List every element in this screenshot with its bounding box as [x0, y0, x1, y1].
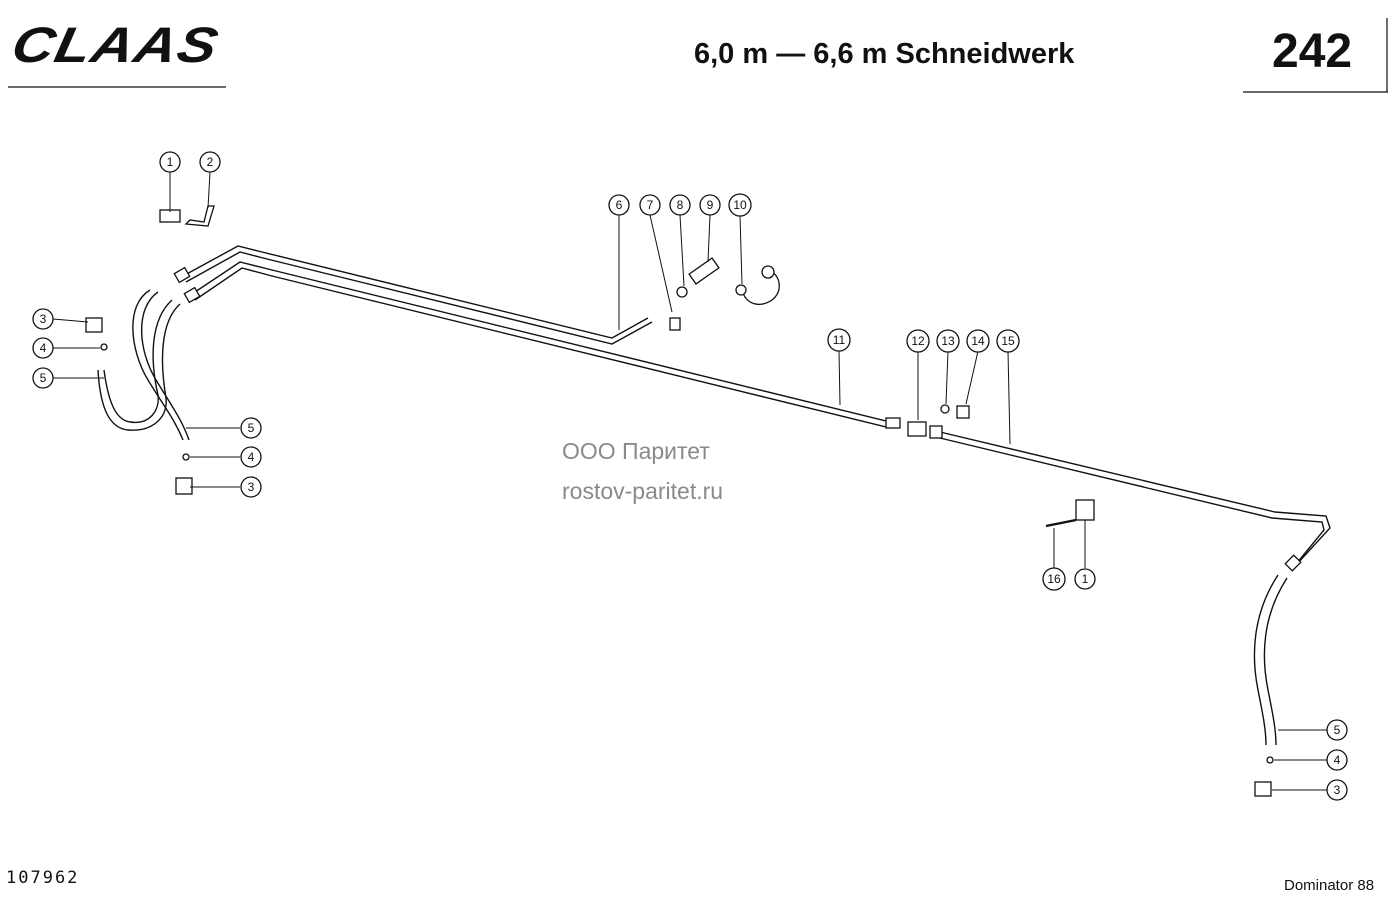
fitting-union-left — [885, 417, 901, 429]
drawing-number: 107962 — [6, 868, 80, 888]
callout-3-mid: 3 — [240, 476, 262, 498]
leader-lines — [52, 171, 1327, 791]
fitting-union-right — [929, 425, 943, 439]
header-rules — [8, 18, 1388, 93]
callout-13: 13 — [936, 329, 960, 353]
washer-8 — [676, 286, 688, 298]
callout-7: 7 — [639, 194, 661, 216]
svg-text:15: 15 — [1001, 334, 1015, 348]
watermark-url: rostov-paritet.ru — [562, 478, 724, 504]
callout-4-left: 4 — [32, 337, 54, 359]
callout-15: 15 — [996, 329, 1020, 353]
svg-text:5: 5 — [248, 421, 255, 435]
svg-text:1: 1 — [167, 155, 174, 169]
svg-text:4: 4 — [1334, 753, 1341, 767]
callout-11: 11 — [827, 328, 851, 352]
union-nut-12 — [907, 421, 927, 437]
svg-text:5: 5 — [40, 371, 47, 385]
callout-5-left: 5 — [32, 367, 54, 389]
callout-4-right: 4 — [1326, 749, 1348, 771]
svg-text:6: 6 — [616, 198, 623, 212]
svg-text:4: 4 — [248, 450, 255, 464]
model-label: Dominator 88 — [1284, 877, 1375, 894]
watermark-company: ООО Паритет — [562, 438, 710, 464]
cap-14 — [956, 405, 970, 419]
callout-14: 14 — [966, 329, 990, 353]
sheet-title: 6,0 m — 6,6 m Schneidwerk — [694, 38, 1075, 70]
svg-text:16: 16 — [1047, 572, 1061, 586]
elbow-3-mid — [175, 477, 193, 495]
svg-text:5: 5 — [1334, 723, 1341, 737]
svg-text:3: 3 — [40, 312, 47, 326]
ring-13 — [940, 404, 950, 414]
callout-2: 2 — [199, 151, 221, 173]
oring-4-right — [1266, 756, 1274, 764]
hose-left-b — [97, 299, 181, 431]
callout-5-mid: 5 — [240, 417, 262, 439]
elbow-3-right — [1254, 781, 1272, 797]
callout-6: 6 — [608, 194, 630, 216]
svg-text:11: 11 — [833, 333, 846, 347]
fitting-left — [183, 286, 201, 304]
svg-text:14: 14 — [971, 334, 985, 348]
pipe-right — [939, 431, 1331, 570]
pipe-upper — [182, 245, 653, 345]
dust-cap-10 — [735, 265, 780, 305]
callout-12: 12 — [906, 329, 930, 353]
loose-parts — [85, 205, 1274, 797]
svg-text:9: 9 — [707, 198, 714, 212]
bolt-16 — [1045, 518, 1077, 528]
callout-10: 10 — [728, 193, 752, 217]
callout-1-top: 1 — [159, 151, 181, 173]
callout-16: 16 — [1042, 567, 1066, 591]
callout-9: 9 — [699, 194, 721, 216]
elbow-3-left — [85, 317, 103, 333]
svg-text:8: 8 — [677, 198, 684, 212]
nipple-9 — [688, 257, 720, 285]
svg-text:2: 2 — [207, 155, 214, 169]
svg-text:4: 4 — [40, 341, 47, 355]
svg-text:3: 3 — [248, 480, 255, 494]
callout-3-right: 3 — [1326, 779, 1348, 801]
svg-text:CLAAS: CLAAS — [10, 17, 224, 73]
svg-text:13: 13 — [941, 334, 955, 348]
svg-text:12: 12 — [911, 334, 925, 348]
svg-text:10: 10 — [733, 198, 747, 212]
svg-text:1: 1 — [1082, 572, 1089, 586]
hose-left-a — [132, 289, 190, 441]
callout-5-right: 5 — [1326, 719, 1348, 741]
page-number: 242 — [1272, 25, 1353, 78]
claas-logo: CLAAS — [10, 12, 232, 76]
svg-text:3: 3 — [1334, 783, 1341, 797]
bracket-2 — [184, 205, 215, 227]
fitting-right-bottom — [1284, 554, 1302, 572]
oring-4-mid — [182, 453, 190, 461]
oring-4-left — [100, 343, 108, 351]
fitting-top-left — [173, 266, 191, 284]
callout-1-right: 1 — [1074, 568, 1096, 590]
nut-7 — [669, 317, 681, 331]
pipe-fittings — [173, 257, 1302, 572]
callout-4-mid: 4 — [240, 446, 262, 468]
clamp-1-right — [1075, 499, 1095, 521]
callout-3-left: 3 — [32, 308, 54, 330]
svg-text:7: 7 — [647, 198, 654, 212]
callout-8: 8 — [669, 194, 691, 216]
hose-right — [1253, 574, 1288, 746]
pipe-lower — [191, 261, 891, 429]
